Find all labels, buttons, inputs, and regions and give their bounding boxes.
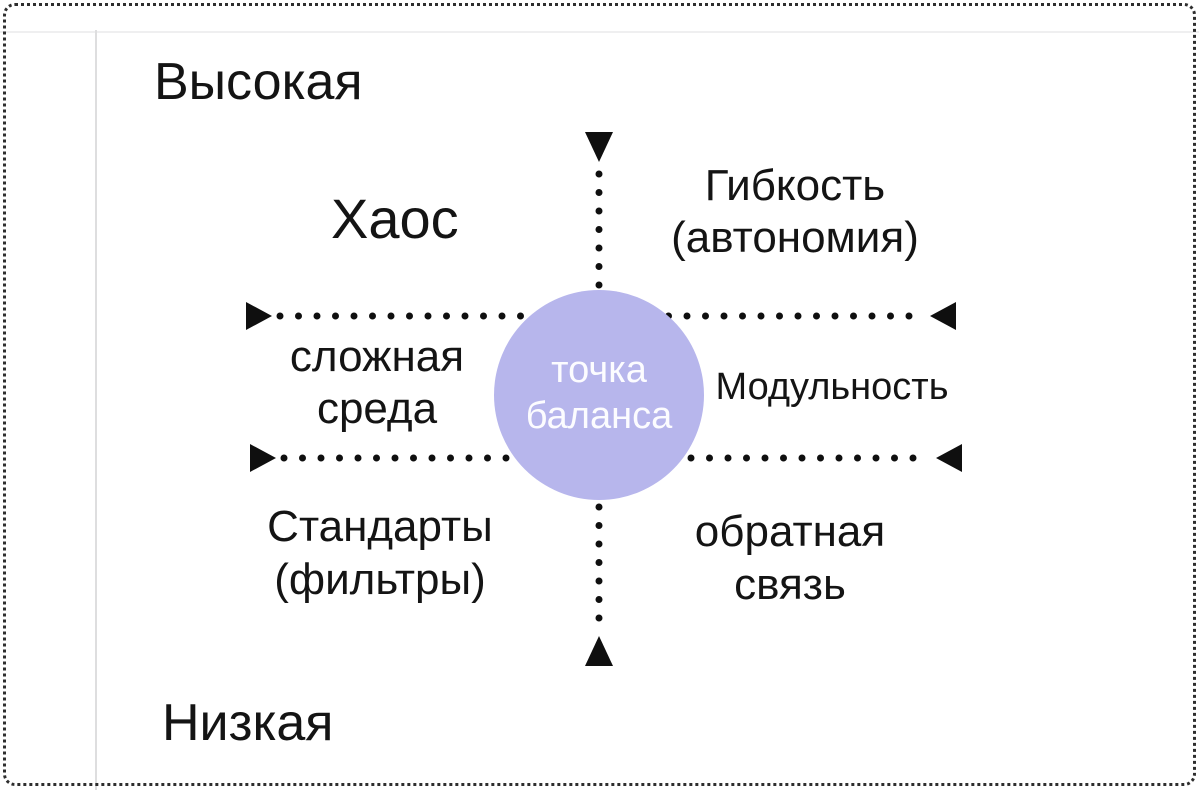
label-modularity: Модульность <box>715 366 949 408</box>
label-feedback-line2: связь <box>734 560 846 609</box>
label-environment-line1: сложная <box>289 332 465 381</box>
balance-point-line2: баланса <box>525 395 673 437</box>
balance-point-label: точка баланса <box>499 347 699 439</box>
vertical-axis-top-arrow-icon <box>585 132 613 162</box>
balance-point-line1: точка <box>551 349 647 391</box>
label-flexibility-line1: Гибкость <box>704 161 886 210</box>
balance-point-circle <box>494 290 704 500</box>
label-complex-environment: сложная среда <box>227 331 527 435</box>
label-standards-filters: Стандарты (фильтры) <box>230 500 530 606</box>
label-standards-line1: Стандарты <box>267 502 493 551</box>
label-environment-line2: среда <box>316 384 438 433</box>
label-chaos: Хаос <box>331 187 459 250</box>
page-edge-line-horizontal <box>0 31 1199 33</box>
label-feedback-line1: обратная <box>694 507 886 556</box>
lower-axis-left-arrow-icon <box>250 444 276 472</box>
vertical-axis-bottom-arrow-icon <box>585 636 613 666</box>
axis-label-high: Высокая <box>154 53 363 111</box>
upper-axis-left-arrow-icon <box>246 302 272 330</box>
axis-label-low: Низкая <box>162 694 334 752</box>
label-flexibility-autonomy: Гибкость (автономия) <box>595 160 995 264</box>
page-edge-line-vertical <box>95 30 97 790</box>
label-flexibility-line2: (автономия) <box>671 213 919 262</box>
upper-axis-right-arrow-icon <box>930 302 956 330</box>
label-feedback: обратная связь <box>640 505 940 611</box>
label-standards-line2: (фильтры) <box>274 555 486 604</box>
lower-axis-right-arrow-icon <box>936 444 962 472</box>
